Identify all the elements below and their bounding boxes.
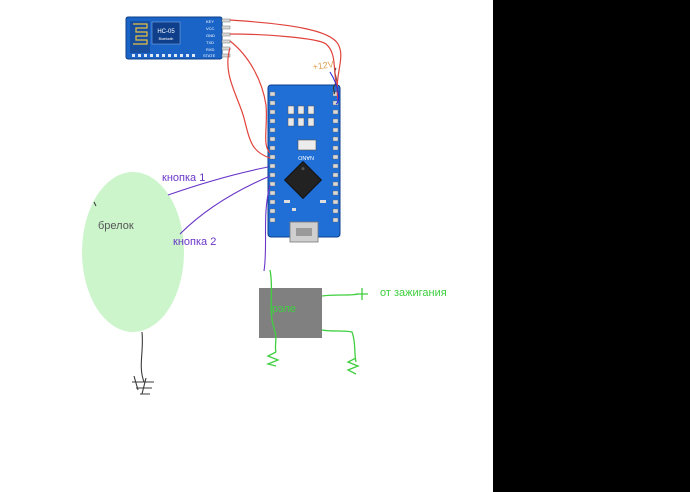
pin-label-2: GND <box>206 33 215 38</box>
pin-label-3: TXD <box>206 40 214 45</box>
ignition-label: от зажигания <box>380 287 447 299</box>
button2-label: кнопка 2 <box>173 236 216 248</box>
hc05-name: HC-05 <box>157 29 175 35</box>
power-label: +12V <box>312 59 334 72</box>
button1-label: кнопка 1 <box>162 172 205 184</box>
relay-label: рэле <box>272 303 296 315</box>
reset-button-graphic <box>297 139 317 151</box>
purple-wires <box>167 166 271 272</box>
fob-ground-wire <box>132 331 154 395</box>
pin-label-4: RXD <box>206 47 215 52</box>
nano-label: NANO <box>297 154 314 160</box>
fob-label: брелок <box>98 220 134 232</box>
red-wires <box>227 19 342 159</box>
fob-mark <box>93 201 97 207</box>
green-wires <box>265 269 368 375</box>
arduino-nano: NANO <box>267 84 341 243</box>
hc05-subtitle: Bluetooth <box>159 37 174 41</box>
relay-box <box>259 288 322 338</box>
black-side-panel <box>493 0 690 492</box>
pin-label-0: KEY <box>206 19 214 24</box>
blue-wire <box>329 71 340 105</box>
pin-label-5: STATE <box>203 53 216 58</box>
key-fob <box>82 172 184 332</box>
hc05-module: HC-05 Bluetooth KEY VCC GND TXD RXD STAT… <box>125 16 231 60</box>
pin-label-1: VCC <box>206 26 215 31</box>
